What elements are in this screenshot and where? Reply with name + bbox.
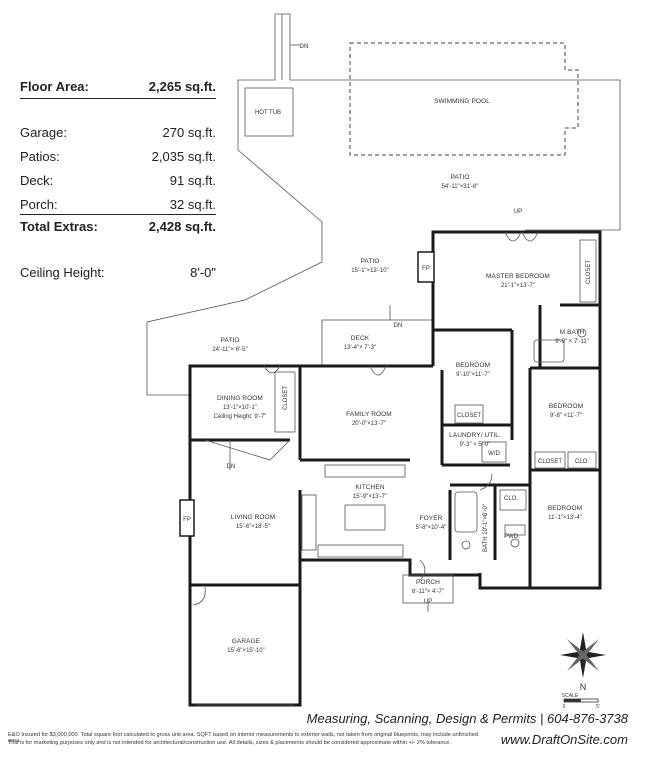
house-walls bbox=[188, 230, 602, 707]
scale-zero-label: 0 bbox=[563, 704, 566, 710]
laundry-dims: 9'-3" × 5'-0" bbox=[460, 442, 491, 448]
patio-large-dims: 54'-11"×31'-8" bbox=[442, 184, 479, 190]
dining-closet-label: CLOSET bbox=[283, 386, 289, 410]
foyer-dims: 5'-8"×10'-4" bbox=[416, 525, 447, 531]
divider bbox=[20, 98, 216, 99]
garage-label: Garage: bbox=[20, 125, 67, 140]
master-bedroom-dims: 21'-1"×13'-7" bbox=[501, 283, 535, 289]
area-summary: Floor Area: 2,265 sq.ft. Garage: 270 sq.… bbox=[20, 0, 216, 300]
bedroom1-closet-label: CLOSET bbox=[457, 413, 481, 419]
deck-dims: 13'-4"× 7'-3" bbox=[344, 345, 376, 351]
disclaimer-line-2: This is for marketing purposes only and … bbox=[8, 740, 451, 746]
dining-room-name: DINING ROOM bbox=[217, 395, 263, 402]
kitchen-dims: 15'-9"×13'-7" bbox=[353, 494, 387, 500]
master-bedroom-name: MASTER BEDROOM bbox=[486, 273, 550, 280]
bedroom1-name: BEDROOM bbox=[456, 362, 490, 369]
washer-dryer-label: W/D bbox=[488, 451, 500, 457]
powder-room-label: PWD. bbox=[504, 534, 520, 540]
deck-label: Deck: bbox=[20, 173, 54, 188]
patio-large-outline bbox=[146, 13, 621, 396]
mbath-name: M.BATH bbox=[560, 329, 585, 336]
bedroom2-dims: 9'-8" ×11'-7" bbox=[550, 413, 582, 419]
ceiling-height-value: 8'-0" bbox=[190, 265, 216, 280]
patio-left-name: PATIO bbox=[220, 337, 239, 344]
up-master-label: UP bbox=[514, 209, 522, 215]
living-room-dims: 15'-6"×18'-5" bbox=[236, 524, 270, 530]
kitchen-island bbox=[344, 504, 386, 531]
fireplace-top bbox=[417, 251, 435, 283]
footer: Measuring, Scanning, Design & Permits | … bbox=[0, 710, 650, 768]
foyer-clo-label: CLO. bbox=[504, 496, 518, 502]
bedroom2-name: BEDROOM bbox=[549, 403, 583, 410]
swimming-pool bbox=[349, 42, 579, 156]
patio-large-name: PATIO bbox=[450, 174, 469, 181]
total-extras-value: 2,428 sq.ft. bbox=[148, 219, 216, 234]
patio-mid-dims: 15'-1"×13'-10" bbox=[351, 268, 388, 274]
patio-mid-name: PATIO bbox=[360, 258, 379, 265]
total-extras-label: Total Extras: bbox=[20, 219, 98, 234]
kitchen-name: KITCHEN bbox=[355, 484, 384, 491]
floor-area-value: 2,265 sq.ft. bbox=[148, 79, 216, 94]
porch-dims: 6'-11"× 4'-7" bbox=[412, 589, 444, 595]
divider bbox=[20, 214, 216, 215]
laundry-name: LAUNDRY/ UTIL. bbox=[449, 432, 501, 439]
patios-value: 2,035 sq.ft. bbox=[151, 149, 216, 164]
compass-north-label: N bbox=[580, 682, 587, 692]
bedroom3-closet-label: CLOSET bbox=[538, 459, 562, 465]
fireplace-left bbox=[179, 499, 195, 537]
patios-label: Patios: bbox=[20, 149, 60, 164]
living-room-name: LIVING ROOM bbox=[231, 514, 275, 521]
garage-name: GARAGE bbox=[232, 638, 261, 645]
bedroom1-dims: 9'-10"×11'-7" bbox=[456, 372, 490, 378]
floor-area-label: Floor Area: bbox=[20, 79, 89, 94]
bedroom3-dims: 11'-1"×13'-4" bbox=[548, 515, 582, 521]
garage-value: 270 sq.ft. bbox=[162, 125, 216, 140]
dining-room-ceiling: Ceiling Height: 9'-7" bbox=[214, 414, 267, 420]
family-room-dims: 20'-0"×13'-7" bbox=[352, 421, 386, 427]
dn-dining-label: DN bbox=[227, 464, 236, 470]
fireplace-left-label: FP bbox=[183, 517, 191, 523]
bedroom2-clo-label: CLO. bbox=[575, 459, 589, 465]
bath-label: BATH 10'-1"×6'-0" bbox=[483, 504, 489, 552]
dn-top-label: DN bbox=[300, 44, 309, 50]
deck-name: DECK bbox=[351, 335, 370, 342]
scale-label: SCALE bbox=[562, 693, 579, 699]
master-closet-label: CLOSET bbox=[586, 260, 592, 284]
foyer-name: FOYER bbox=[420, 515, 443, 522]
swimming-pool-label: SWIMMING POOL bbox=[434, 98, 490, 105]
compass-icon bbox=[560, 632, 606, 678]
fireplace-top-label: FP bbox=[422, 266, 430, 272]
ceiling-height-label: Ceiling Height: bbox=[20, 265, 105, 280]
website-link[interactable]: www.DraftOnSite.com bbox=[500, 732, 628, 747]
patio-left-dims: 24'-11"× 6'-5" bbox=[212, 347, 247, 353]
hot-tub-label: HOT TUB bbox=[255, 110, 281, 116]
up-porch-label: UP bbox=[424, 599, 432, 605]
dining-room-dims: 13'-1"×10'-1" bbox=[223, 405, 257, 411]
disclaimer-line-1: E&O Insured for $3,000,000. Total square… bbox=[8, 732, 478, 744]
porch-name: PORCH bbox=[416, 579, 440, 586]
deck-outline bbox=[321, 319, 433, 367]
garage-dims: 15'-6"×15'-10" bbox=[227, 648, 264, 654]
company-contact-line: Measuring, Scanning, Design & Permits | … bbox=[306, 711, 628, 726]
porch-label: Porch: bbox=[20, 197, 58, 212]
hot-tub bbox=[244, 87, 294, 137]
deck-value: 91 sq.ft. bbox=[169, 173, 216, 188]
dn-deck-label: DN bbox=[394, 323, 403, 329]
family-room-name: FAMILY ROOM bbox=[346, 411, 392, 418]
porch-value: 32 sq.ft. bbox=[169, 197, 216, 212]
mbath-dims: 9'-9" × 7'-11" bbox=[555, 339, 589, 345]
bedroom3-name: BEDROOM bbox=[548, 505, 582, 512]
scale-five-label: 5' bbox=[596, 704, 600, 710]
